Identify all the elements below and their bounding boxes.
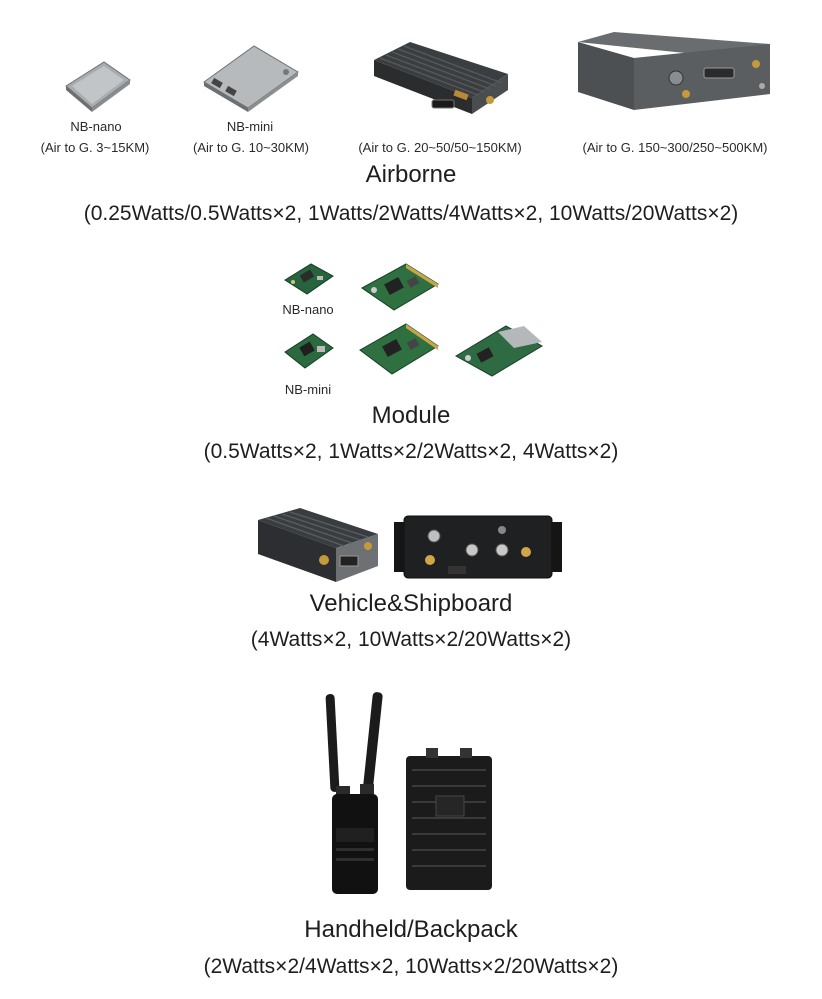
airborne-box-unit-image xyxy=(574,30,774,114)
nb-mini-airborne-label: NB-mini xyxy=(226,119,274,134)
backpack-unit-image xyxy=(402,746,498,894)
airborne-finned-unit-image xyxy=(370,38,512,120)
nb-mini-airborne-range: (Air to G. 10~30KM) xyxy=(193,140,309,155)
module-board-image-2 xyxy=(358,322,440,378)
vehicle-panel-unit-image xyxy=(390,510,566,586)
module-board-image-1 xyxy=(360,262,440,314)
airborne-power: (0.25Watts/0.5Watts×2, 1Watts/2Watts/4Wa… xyxy=(83,202,739,225)
module-mini-board-image xyxy=(283,332,335,372)
airborne-box-unit-range: (Air to G. 150~300/250~500KM) xyxy=(582,140,768,155)
airborne-finned-unit-range: (Air to G. 20~50/50~150KM) xyxy=(358,140,522,155)
module-power: (0.5Watts×2, 1Watts×2/2Watts×2, 4Watts×2… xyxy=(203,440,619,463)
module-title: Module xyxy=(371,402,451,429)
module-nb-mini-label: NB-mini xyxy=(284,382,332,397)
handheld-title: Handheld/Backpack xyxy=(304,916,518,943)
vehicle-title: Vehicle&Shipboard xyxy=(309,590,513,617)
vehicle-finned-unit-image xyxy=(256,506,380,584)
nb-nano-airborne-label: NB-nano xyxy=(70,119,122,134)
vehicle-power: (4Watts×2, 10Watts×2/20Watts×2) xyxy=(250,628,572,651)
module-board-image-3 xyxy=(454,324,544,380)
nb-nano-airborne-range: (Air to G. 3~15KM) xyxy=(40,140,150,155)
airborne-title: Airborne xyxy=(365,161,457,188)
module-nano-board-image xyxy=(283,262,335,298)
nb-nano-airborne-image xyxy=(60,58,132,114)
handheld-power: (2Watts×2/4Watts×2, 10Watts×2/20Watts×2) xyxy=(203,955,619,978)
nb-mini-airborne-image xyxy=(198,42,302,114)
module-nb-nano-label: NB-nano xyxy=(282,302,334,317)
handheld-radio-image xyxy=(322,688,388,898)
